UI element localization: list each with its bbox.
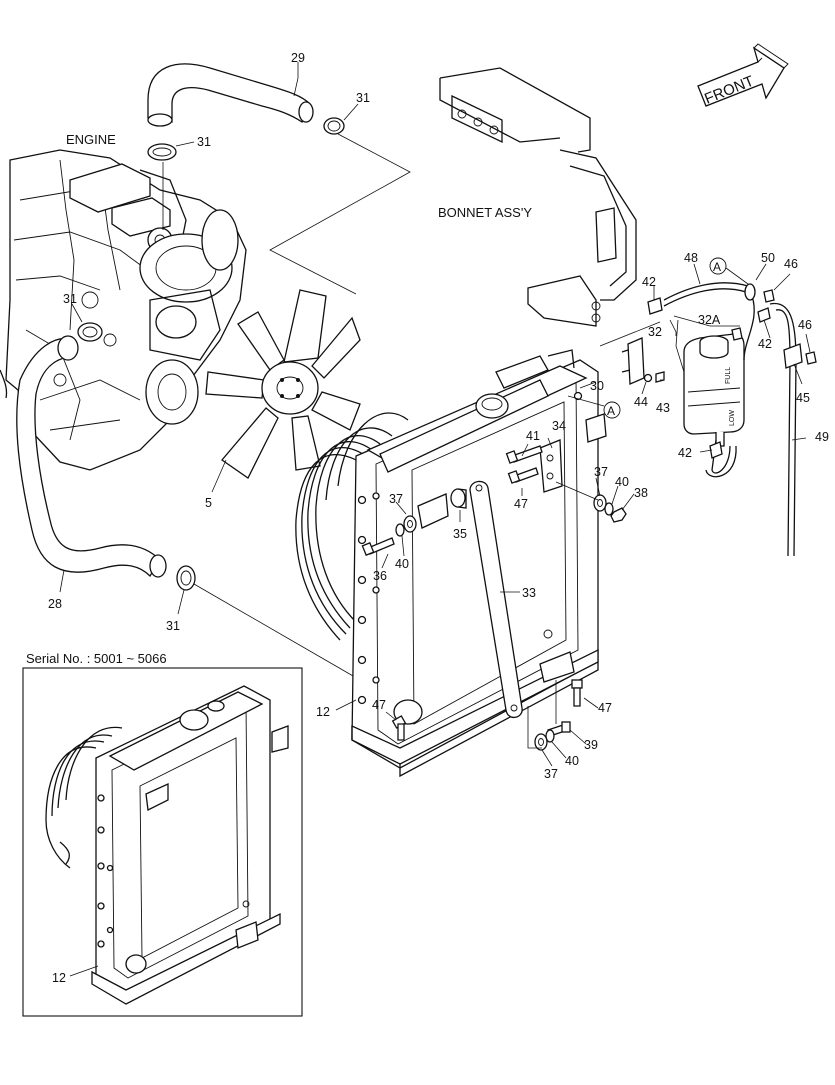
bolt-46-top [763, 289, 775, 303]
upper-hose [147, 63, 314, 127]
callout-37-left: 37 [389, 492, 403, 506]
serial-label: Serial No. : 5001 ~ 5066 [26, 651, 167, 666]
clamp-50 [744, 283, 756, 301]
bolt-47-top [507, 467, 539, 484]
callout-30: 30 [590, 379, 604, 393]
callout-37-lower: 37 [544, 767, 558, 781]
bonnet-label: BONNET ASS'Y [438, 205, 532, 220]
tank-full-label: FULL [725, 367, 732, 384]
bolt-top-tank [731, 327, 743, 341]
bolt-46-right [805, 351, 817, 365]
callout-31-upper-right: 31 [356, 91, 370, 105]
ref-marker-a-top: A [709, 257, 727, 275]
callout-29: 29 [291, 51, 305, 65]
callout-33: 33 [522, 586, 536, 600]
engine-block [0, 149, 247, 471]
callout-40-right: 40 [615, 475, 629, 489]
callout-42-upper: 42 [642, 275, 656, 289]
bolt-41 [505, 445, 543, 464]
washer-37-lower [534, 733, 548, 751]
callout-46-top: 46 [784, 257, 798, 271]
callout-32a: 32A [698, 313, 721, 327]
callout-31-upper-left: 31 [197, 135, 211, 149]
callout-38: 38 [634, 486, 648, 500]
bonnet-frame [439, 67, 637, 327]
washer-37-left [403, 515, 417, 533]
callout-5: 5 [205, 496, 212, 510]
callout-47-lower-left: 47 [372, 698, 386, 712]
callouts: 29 31 31 31 31 28 5 12 12 30 32 32A 33 3… [48, 51, 829, 985]
callout-31-engine: 31 [63, 292, 77, 306]
radiator-inset [45, 685, 289, 1005]
svg-text:A: A [713, 260, 721, 274]
cooling-fan [205, 289, 361, 479]
callout-41: 41 [526, 429, 540, 443]
washer-37-right [593, 494, 607, 512]
bolt-47-lower-right [571, 679, 583, 707]
spacer-35 [450, 488, 467, 509]
callout-12-inset: 12 [52, 971, 66, 985]
callout-42-lower: 42 [678, 446, 692, 460]
reservoir-tank: FULL LOW [683, 333, 745, 447]
callout-31-lower: 31 [166, 619, 180, 633]
engine-label: ENGINE [66, 132, 116, 147]
svg-text:A: A [607, 404, 615, 418]
washer-40-lower [545, 729, 555, 743]
callout-39: 39 [584, 738, 598, 752]
clip-42-lower [709, 441, 723, 459]
callout-42-right: 42 [758, 337, 772, 351]
washer-40-right [604, 502, 614, 516]
callout-40-left: 40 [395, 557, 409, 571]
hose-clamp-upper-left [147, 143, 177, 161]
callout-49: 49 [815, 430, 829, 444]
callout-43: 43 [656, 401, 670, 415]
callout-35: 35 [453, 527, 467, 541]
clamp-45 [783, 343, 803, 369]
callout-36: 36 [373, 569, 387, 583]
callout-44: 44 [634, 395, 648, 409]
reservoir-bracket [621, 337, 645, 385]
bolt-47-lower-left [391, 715, 407, 741]
stay-rod [469, 480, 523, 718]
callout-48: 48 [684, 251, 698, 265]
callout-47-top: 47 [514, 497, 528, 511]
hose-clamp-lower-radiator [176, 565, 196, 591]
clip-42-right [757, 307, 771, 323]
callout-12-main: 12 [316, 705, 330, 719]
hose-48 [663, 282, 749, 307]
hose-clamp-lower-engine [77, 322, 103, 342]
hose-clamp-upper-right [323, 117, 345, 135]
washer-40-left [395, 523, 405, 537]
clip-42-upper [647, 297, 663, 315]
callout-46-right: 46 [798, 318, 812, 332]
nut-38 [610, 507, 627, 523]
callout-47-lower-right: 47 [598, 701, 612, 715]
lower-hose [16, 335, 167, 578]
bolt-36 [361, 537, 395, 556]
callout-34: 34 [552, 419, 566, 433]
front-arrow: FRONT [697, 43, 789, 108]
hose-tank-return [705, 295, 755, 478]
hose-49 [769, 302, 797, 557]
callout-37-right: 37 [594, 465, 608, 479]
nut-44 [643, 373, 653, 383]
callout-50: 50 [761, 251, 775, 265]
callout-32: 32 [648, 325, 662, 339]
callout-28: 28 [48, 597, 62, 611]
tank-low-label: LOW [729, 410, 736, 426]
callout-40-lower: 40 [565, 754, 579, 768]
ref-marker-a-radiator: A [603, 401, 621, 419]
radiator-main [295, 349, 607, 778]
callout-45: 45 [796, 391, 810, 405]
bolt-43 [655, 371, 665, 383]
